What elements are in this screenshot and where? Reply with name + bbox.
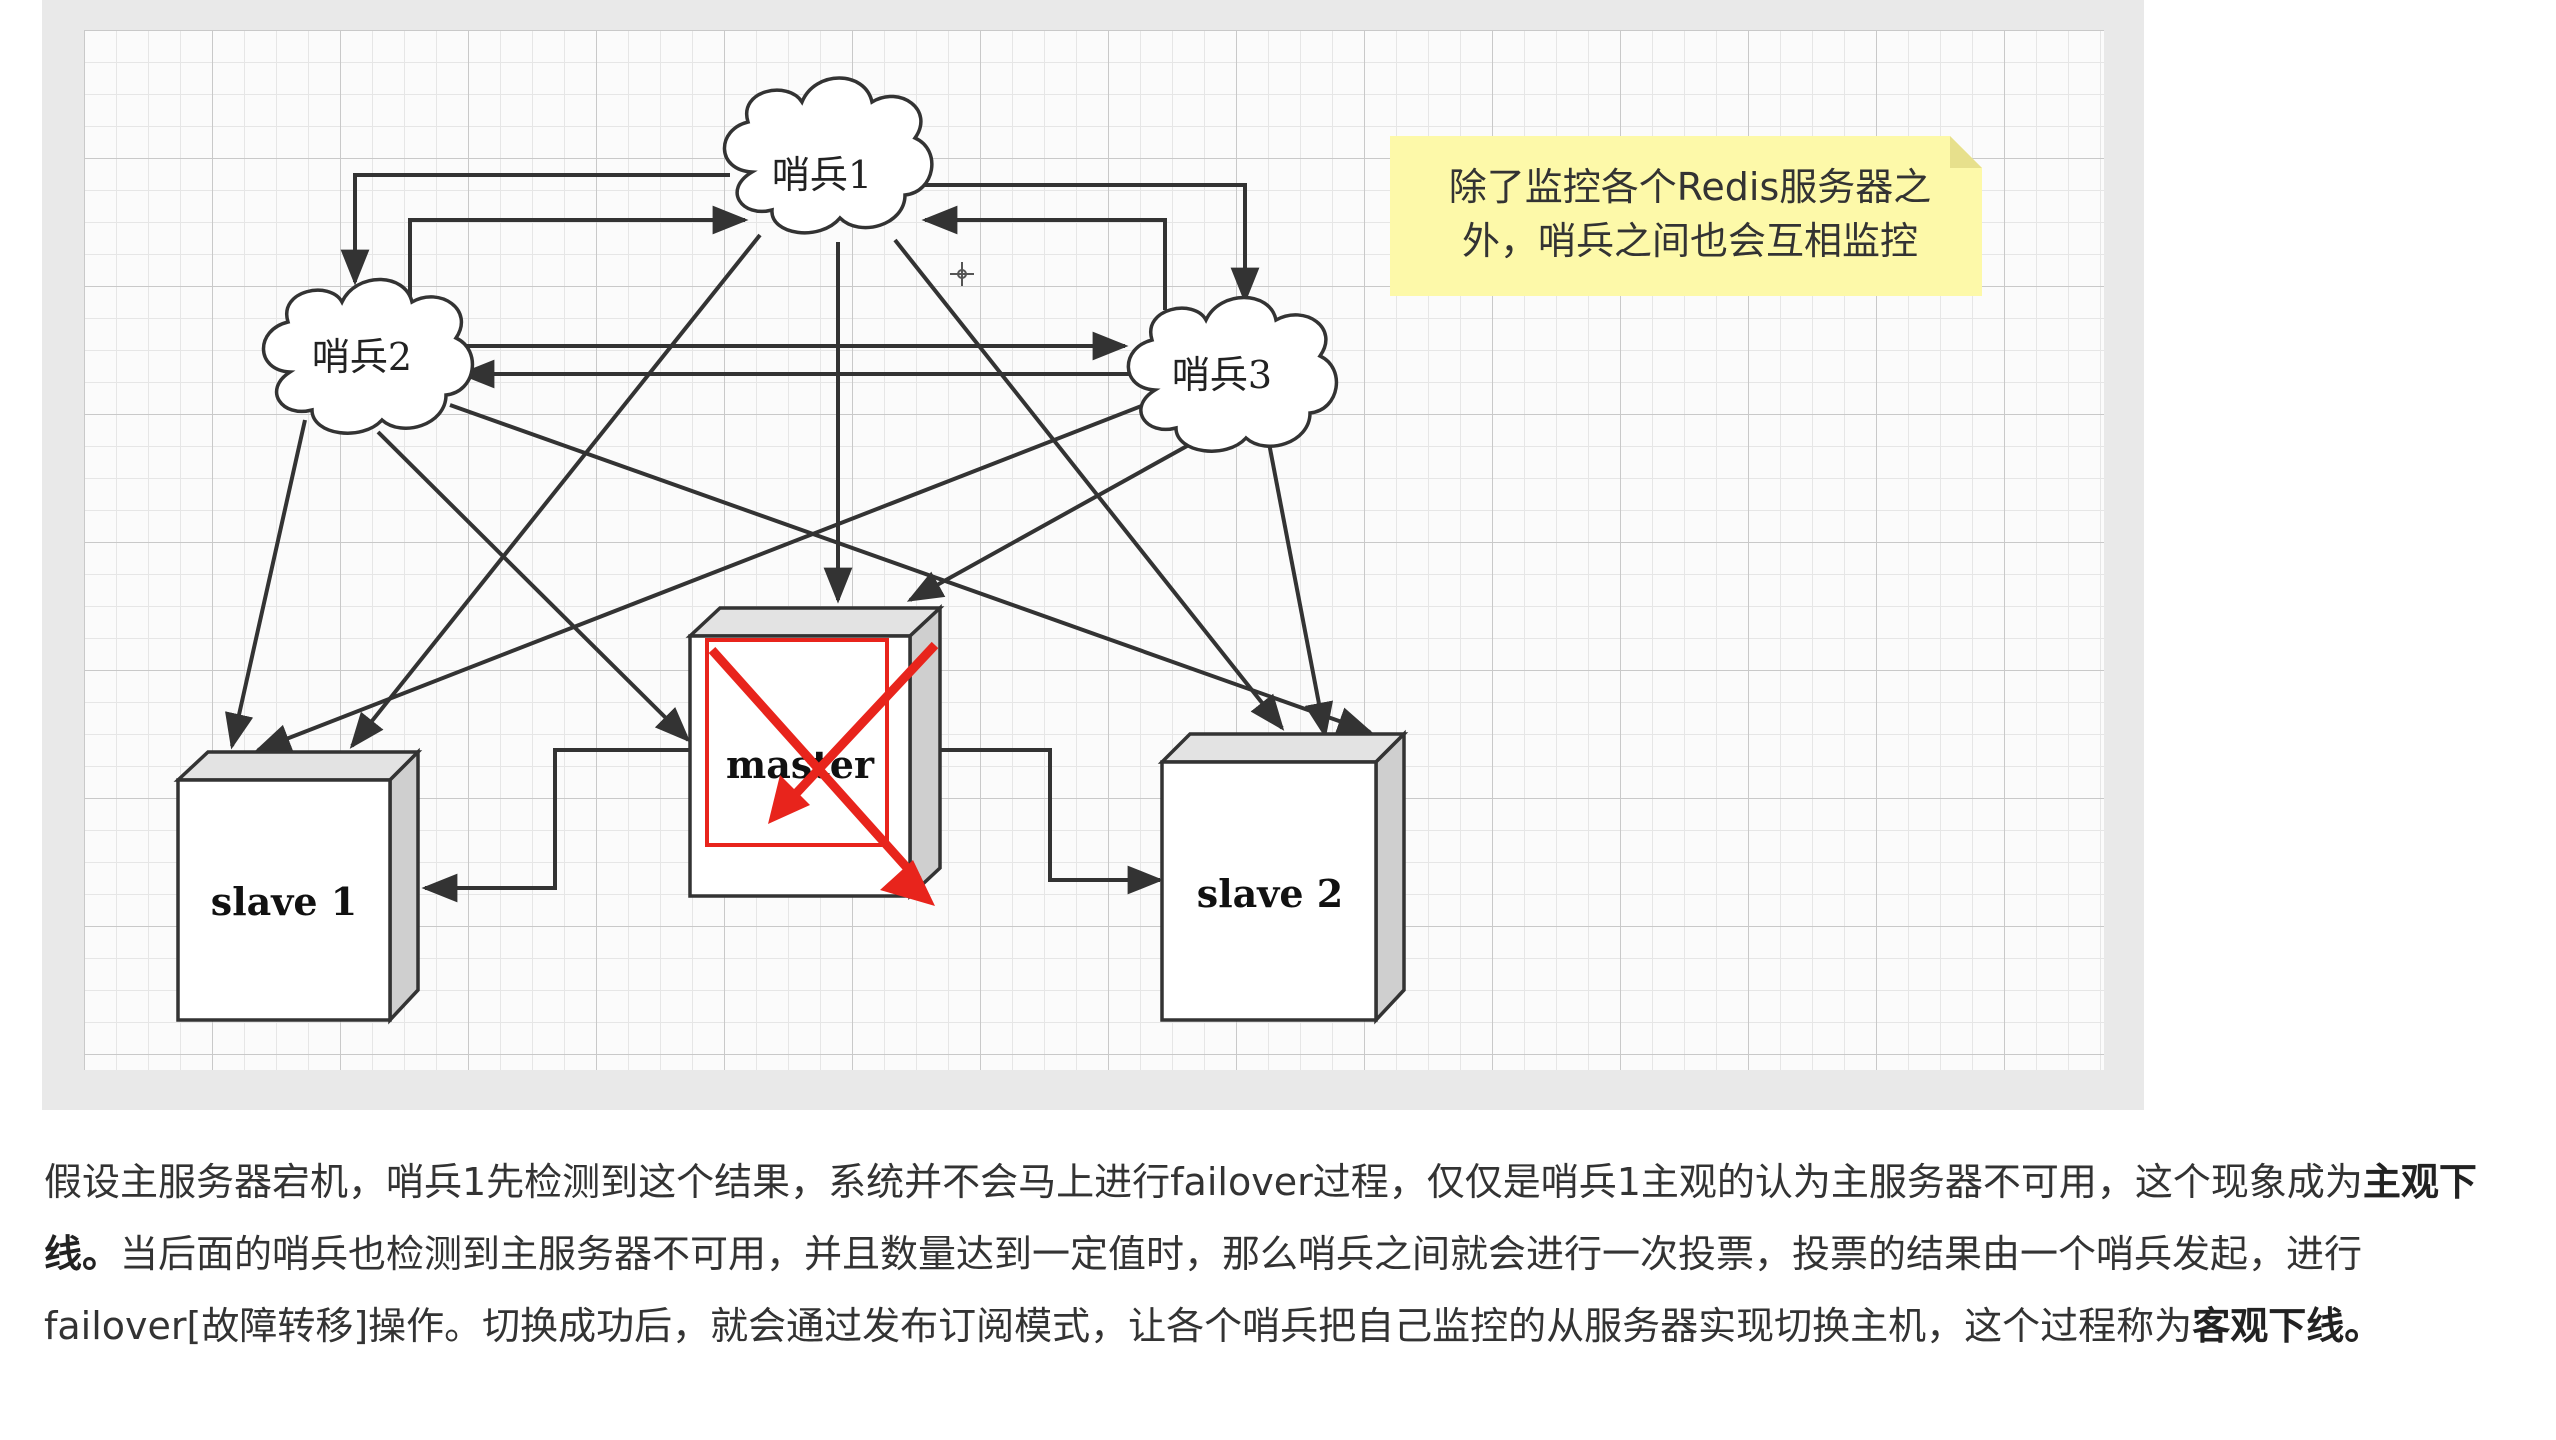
master-top-face bbox=[685, 606, 945, 638]
master-down-mark bbox=[708, 641, 939, 906]
slave-2-top-face bbox=[1157, 732, 1409, 764]
arrow-s2-slave1 bbox=[225, 419, 307, 750]
slave-1-server: slave 1 bbox=[173, 747, 423, 1025]
arrow-s3-master bbox=[906, 434, 1206, 602]
slave-2-server: slave 2 bbox=[1157, 729, 1409, 1025]
sticky-note-text: 除了监控各个Redis服务器之外，哨兵之间也会互相监控 bbox=[1448, 165, 1932, 263]
arrow-s3-s1 bbox=[921, 205, 1167, 310]
arrow-s3-slave1 bbox=[254, 396, 1163, 752]
slave-2-front-face bbox=[1160, 760, 1378, 1022]
paragraph-bold-2: 客观下线。 bbox=[2192, 1304, 2383, 1348]
master-front-face bbox=[688, 634, 912, 898]
slave-2-label: slave 2 bbox=[1197, 871, 1343, 916]
arrow-s1-slave1 bbox=[349, 233, 762, 749]
sentinel-3: 哨兵3 bbox=[1126, 295, 1339, 453]
arrow-master-slave2 bbox=[938, 748, 1164, 895]
arrow-master-slave1 bbox=[421, 748, 692, 903]
slave-1-side-face bbox=[388, 747, 420, 1025]
sentinel-3-label: 哨兵3 bbox=[1172, 353, 1272, 397]
replication-links bbox=[421, 748, 1164, 903]
sentinel-1-label: 哨兵1 bbox=[772, 153, 872, 197]
sentinel-links bbox=[340, 173, 1260, 389]
arrow-s1-s3 bbox=[918, 183, 1260, 304]
sticky-note bbox=[1390, 136, 1982, 296]
arrow-s2-master bbox=[376, 430, 691, 743]
paragraph-text-1: 假设主服务器宕机，哨兵1先检测到这个结果，系统并不会马上进行failover过程… bbox=[44, 1160, 2363, 1204]
paragraph-text-2: 当后面的哨兵也检测到主服务器不可用，并且数量达到一定值时，那么哨兵之间就会进行一… bbox=[44, 1232, 2363, 1348]
slave-1-front-face bbox=[176, 778, 392, 1022]
arrow-s1-s2 bbox=[340, 173, 730, 286]
master-server: master bbox=[685, 603, 945, 901]
red-cross-arrowhead-2 bbox=[768, 775, 810, 824]
red-cross-stroke-1 bbox=[708, 646, 922, 884]
paragraph-bold-1: 主观下线。 bbox=[44, 1160, 2477, 1276]
master-red-frame bbox=[705, 638, 889, 847]
crosshair-cursor-icon bbox=[950, 262, 974, 286]
monitor-links bbox=[225, 233, 1374, 752]
arrow-s2-s1 bbox=[408, 205, 749, 310]
arrow-s3-slave2 bbox=[1266, 437, 1334, 739]
sentinel-2-cloud bbox=[261, 277, 475, 435]
sentinel-3-cloud bbox=[1126, 295, 1339, 453]
sentinel-1-cloud bbox=[722, 76, 934, 235]
red-cross-arrowhead-1 bbox=[880, 860, 935, 906]
sentinel-1: 哨兵1 bbox=[722, 76, 934, 235]
explanation-paragraph: 假设主服务器宕机，哨兵1先检测到这个结果，系统并不会马上进行failover过程… bbox=[44, 1146, 2524, 1362]
arrow-s2-slave2 bbox=[449, 403, 1374, 735]
slave-1-top-face bbox=[173, 750, 423, 782]
red-cross-stroke-2 bbox=[786, 641, 939, 804]
arrow-s1-slave2 bbox=[893, 238, 1285, 731]
sentinel-2-label: 哨兵2 bbox=[312, 335, 412, 379]
slave-1-label: slave 1 bbox=[211, 879, 357, 924]
sentinel-diagram: 哨兵1 哨兵2 哨兵3 master slave 1 slave 2 bbox=[173, 76, 1409, 1025]
slave-2-side-face bbox=[1374, 729, 1406, 1025]
sentinel-2: 哨兵2 bbox=[261, 277, 475, 435]
